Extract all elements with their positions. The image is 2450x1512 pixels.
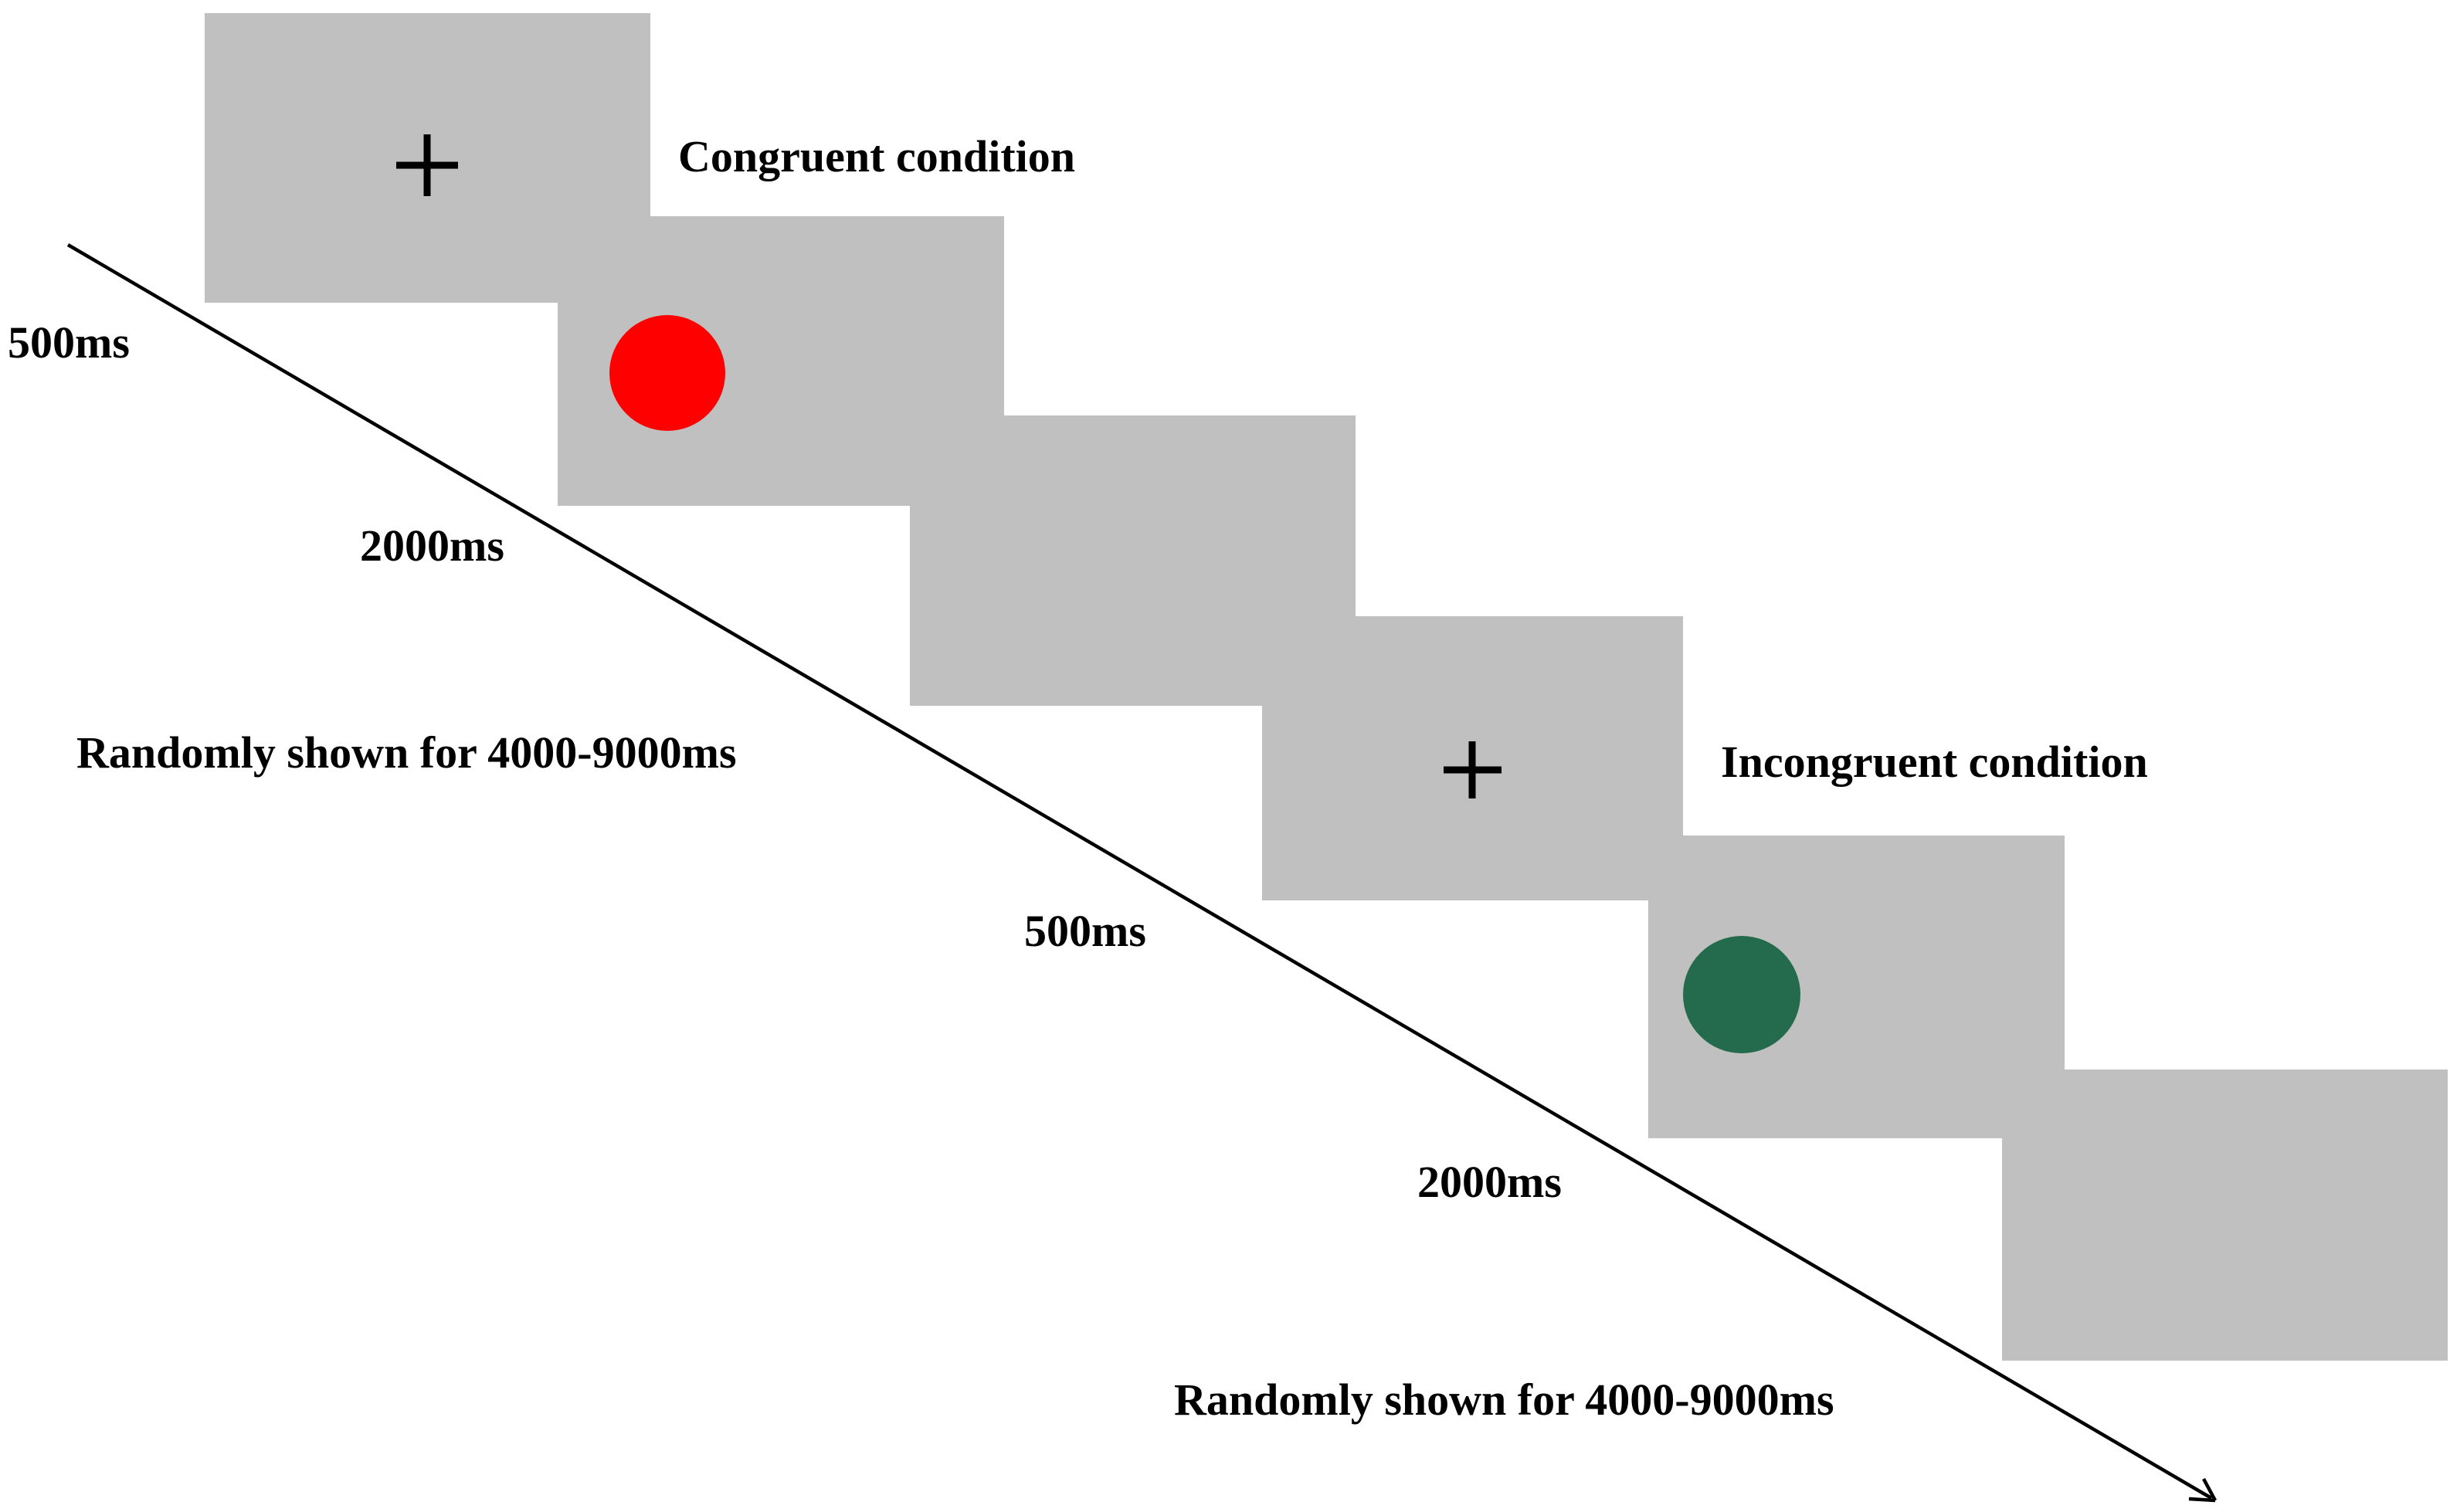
green-circle-stimulus (1683, 936, 1800, 1053)
duration-stimulus-2-label: 2000ms (1417, 1157, 1562, 1207)
fixation-cross-icon (1444, 741, 1502, 798)
fixation-cross-icon (396, 134, 458, 196)
arrow-right-down-icon (2188, 1477, 2217, 1503)
red-circle-stimulus (609, 315, 725, 431)
congruent-condition-label: Congruent condition (678, 131, 1075, 181)
duration-iti-2-label: Randomly shown for 4000-9000ms (1174, 1375, 1834, 1425)
duration-fixation-2-label: 500ms (1024, 906, 1146, 956)
incongruent-condition-label: Incongruent condition (1721, 737, 2148, 787)
duration-fixation-1-label: 500ms (8, 317, 130, 368)
screen-iti-2 (2002, 1070, 2448, 1361)
duration-stimulus-1-label: 2000ms (360, 520, 504, 571)
timeline-line (66, 243, 2213, 1500)
duration-iti-1-label: Randomly shown for 4000-9000ms (76, 727, 737, 778)
